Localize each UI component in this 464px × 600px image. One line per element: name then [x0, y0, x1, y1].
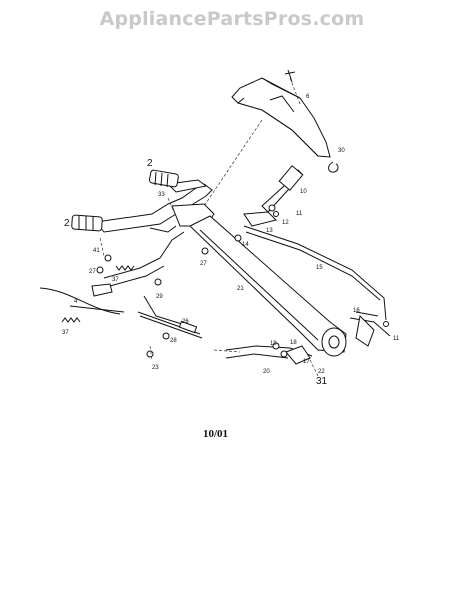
spring-lower[interactable]	[61, 317, 81, 323]
lower-drive-assembly[interactable]	[225, 311, 391, 365]
callout-37-lower: 37	[62, 330, 69, 336]
callout-21: 21	[237, 286, 244, 292]
callout-2-upper: 2	[147, 158, 153, 169]
callout-27-right: 27	[200, 261, 207, 267]
callout-2-lower: 2	[64, 218, 70, 229]
callout-12: 12	[282, 220, 289, 226]
hand-grip-lower[interactable]	[71, 214, 103, 232]
callout-33: 33	[158, 192, 165, 198]
callout-22: 22	[318, 369, 325, 375]
hand-grip-upper[interactable]	[148, 169, 179, 188]
callout-11-lower: 11	[393, 336, 400, 342]
callout-11-upper: 11	[296, 211, 303, 217]
callout-28: 28	[170, 338, 177, 344]
callout-17: 17	[303, 359, 310, 365]
cable[interactable]	[39, 287, 125, 315]
callout-19: 19	[270, 341, 277, 347]
callout-26: 26	[182, 319, 189, 325]
callout-20: 20	[263, 369, 270, 375]
callout-29: 29	[156, 294, 163, 300]
callout-13: 13	[266, 228, 273, 234]
callout-16: 16	[353, 308, 360, 314]
lever[interactable]	[243, 165, 304, 227]
hardware[interactable]	[96, 204, 389, 358]
callout-31: 31	[316, 376, 328, 387]
mount-bracket[interactable]	[91, 231, 185, 325]
callout-14: 14	[242, 242, 249, 248]
screw-top[interactable]	[284, 69, 296, 83]
callout-15: 15	[316, 265, 323, 271]
callout-41: 41	[93, 248, 100, 254]
watermark-text: AppliancePartsPros.com	[99, 8, 365, 30]
spring-upper[interactable]	[115, 265, 135, 271]
clip-30[interactable]	[328, 161, 339, 173]
callout-6: 6	[306, 94, 310, 100]
handle-tube[interactable]	[189, 215, 347, 357]
console-cover[interactable]	[231, 77, 331, 158]
control-rod[interactable]	[243, 225, 387, 321]
callout-4: 4	[74, 299, 78, 305]
callout-37-upper: 37	[112, 277, 119, 283]
callout-10: 10	[300, 189, 307, 195]
date-code: 10/01	[203, 428, 229, 440]
callout-23: 23	[152, 365, 159, 371]
callout-30: 30	[338, 148, 345, 154]
callout-27-left: 27	[89, 269, 96, 275]
handlebar[interactable]	[95, 179, 215, 233]
callout-18: 18	[290, 340, 297, 346]
link-rod[interactable]	[137, 311, 203, 339]
